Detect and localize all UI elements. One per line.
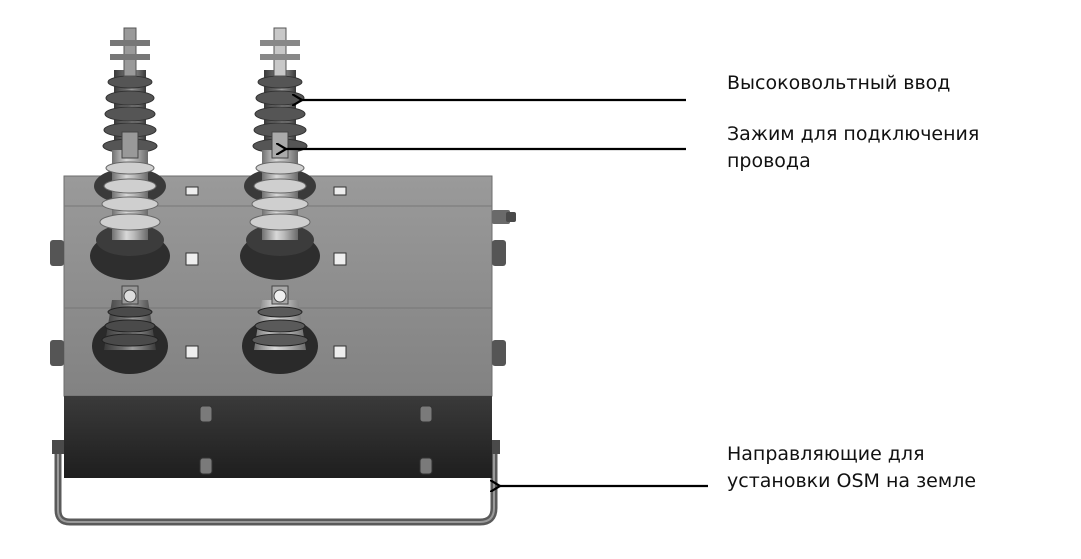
label-wire-clamp-line2: провода [727, 150, 811, 172]
front-bushing-left [92, 285, 168, 374]
base [64, 396, 492, 478]
label-wire-clamp-line1: Зажим для подключения [727, 123, 980, 145]
label-wire-clamp: Зажим для подключения провода [727, 121, 979, 175]
label-ground-rails-line2: установки OSM на земле [727, 470, 977, 492]
label-hv-bushing-line1: Высоковольтный ввод [727, 72, 951, 94]
label-hv-bushing: Высоковольтный ввод [727, 70, 950, 97]
label-ground-rails-line1: Направляющие для [727, 443, 925, 465]
middle-bushing-left [90, 131, 170, 280]
front-bushing-right [242, 285, 318, 374]
ground-rail-frame [52, 440, 500, 526]
label-ground-rails: Направляющие для установки OSM на земле [727, 441, 976, 495]
